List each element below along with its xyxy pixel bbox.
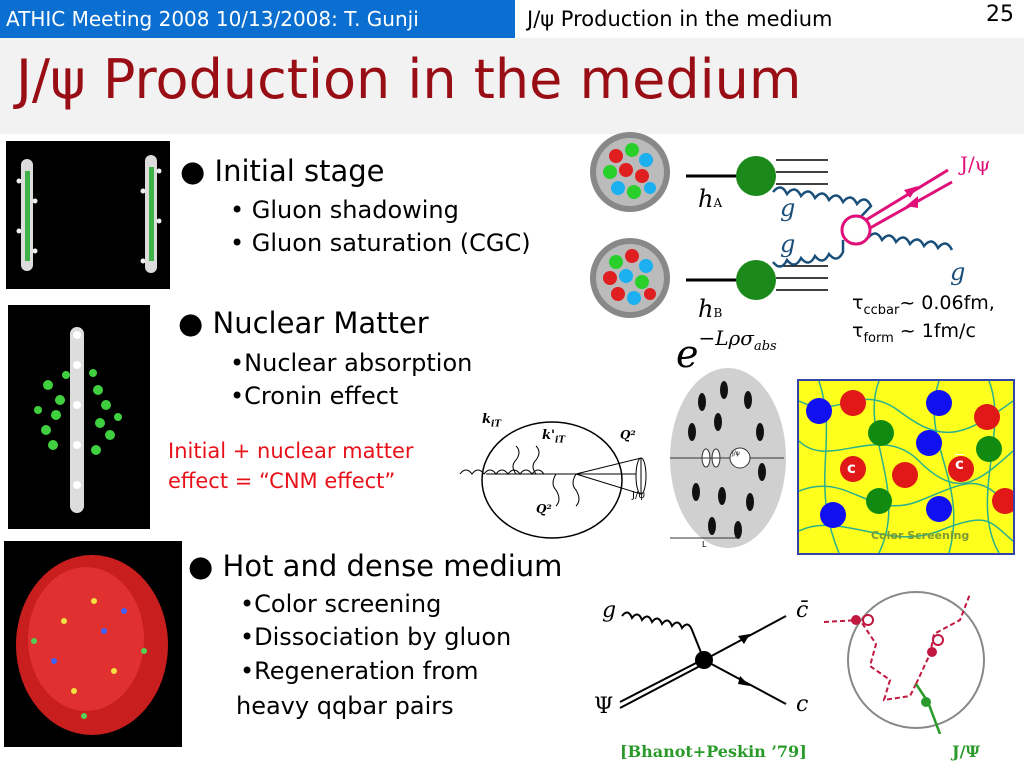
dissociation-cbar: c̄ [796, 598, 809, 623]
initial-nuclei-graphic [16, 155, 162, 273]
gluon-fusion-graphic [590, 132, 954, 318]
citation: [Bhanot+Peskin ’79] [620, 742, 807, 761]
page-title: J/ψ Production in the medium [16, 48, 802, 111]
dissociation-graphic [619, 611, 787, 709]
cronin-k2-sub: iT [555, 435, 566, 446]
cronin-k1-sub: iT [491, 419, 502, 430]
charm-quark-label: c [847, 459, 856, 477]
tau-form: τform ~ 1fm/c [852, 320, 976, 346]
hB-sub: B [713, 306, 723, 320]
dissociation-c: c [796, 692, 809, 717]
item-heavy-qqbar: heavy qqbar pairs [236, 692, 454, 720]
item-dissociation-gluon: •Dissociation by gluon [240, 623, 512, 651]
thumbnail-hot-medium [4, 541, 182, 747]
hA-sub: A [713, 196, 723, 210]
formula-e: e [676, 332, 699, 376]
regeneration-diagram [820, 584, 1010, 735]
page-number: 25 [986, 2, 1014, 27]
gluon-fusion-diagram: hA hB g g g J/ψ [588, 130, 1024, 330]
color-screening-graphic [798, 380, 1018, 554]
title-band [0, 38, 1024, 134]
bullet-dot: ● [178, 306, 204, 340]
bullet-dot: ● [188, 549, 214, 583]
cronin-jpsi: J/ψ [632, 490, 645, 501]
hot-medium-heading: Hot and dense medium [222, 549, 563, 583]
cronin-graphic [459, 421, 647, 539]
absorption-graphic [670, 368, 786, 548]
tau-symbol: τ [852, 292, 864, 314]
item-cronin-effect: •Cronin effect [230, 382, 399, 410]
tau-form-value: ~ 1fm/c [893, 320, 976, 342]
bullet-initial-stage: ● Initial stage [180, 154, 385, 188]
dissociation-g: g [602, 598, 617, 623]
nuclear-matter-heading: Nuclear Matter [212, 306, 429, 340]
formula-exp-sub: abs [753, 339, 777, 355]
initial-stage-heading: Initial stage [214, 154, 385, 188]
absorption-diagram: J/ψ L [662, 362, 790, 552]
header-slide-title: J/ψ Production in the medium 25 [515, 0, 1024, 38]
color-screening-caption: Color Screening [871, 529, 970, 542]
tau-ccbar: τccbar~ 0.06fm, [852, 292, 995, 318]
cnm-note-line2: effect = “CNM effect” [168, 469, 396, 493]
thumbnail-initial-nuclei [6, 141, 170, 289]
cronin-k2: k' [542, 428, 555, 443]
item-gluon-shadowing: • Gluon shadowing [230, 196, 459, 224]
gluon-label-top: g [780, 194, 796, 222]
jpsi-label: J/ψ [960, 152, 991, 176]
dissociation-psi: Ψ [594, 694, 614, 719]
absorption-L: L [702, 540, 707, 549]
thumbnail-nuclear-matter [8, 305, 150, 529]
regeneration-graphic [823, 591, 985, 735]
bullet-nuclear-matter: ● Nuclear Matter [178, 306, 429, 340]
color-screening-box: c c Color Screening [797, 379, 1018, 555]
item-nuclear-absorption: •Nuclear absorption [230, 349, 473, 377]
regeneration-jpsi-label: J/Ψ [952, 742, 981, 761]
absorption-jpsi: J/ψ [732, 450, 740, 457]
item-color-screening: •Color screening [240, 590, 442, 618]
gluon-label-right: g [950, 258, 966, 286]
cronin-Q2-top: Q² [620, 428, 636, 442]
bullet-hot-medium: ● Hot and dense medium [188, 549, 562, 583]
tau-ccbar-sub: ccbar [863, 302, 900, 318]
cnm-note: Initial + nuclear matter effect = “CNM e… [168, 436, 414, 496]
tau-symbol: τ [852, 320, 864, 342]
dissociation-diagram: g c̄ Ψ c [590, 596, 820, 726]
anticharm-quark-label: c [955, 455, 964, 473]
formula-exponent: −Lρσ [698, 326, 754, 351]
cnm-note-line1: Initial + nuclear matter [168, 439, 414, 463]
hB-label: h [698, 295, 714, 323]
hA-label: h [698, 185, 714, 213]
tau-form-sub: form [863, 330, 894, 346]
cronin-Q2-bottom: Q² [536, 502, 552, 516]
header-title-text: J/ψ Production in the medium [527, 7, 833, 31]
cronin-diagram: kiT k'iT Q² Q² J/ψ [456, 410, 656, 546]
item-gluon-saturation: • Gluon saturation (CGC) [230, 229, 531, 257]
cronin-k1: k [482, 412, 492, 427]
item-regeneration: •Regeneration from [240, 657, 479, 685]
tau-ccbar-value: ~ 0.06fm, [899, 292, 995, 314]
absorption-formula: e−Lρσabs [676, 326, 777, 376]
header-meeting-info: ATHIC Meeting 2008 10/13/2008: T. Gunji [0, 0, 515, 38]
bullet-dot: ● [180, 154, 206, 188]
gluon-label-bottom: g [780, 230, 796, 258]
hot-medium-graphic [16, 555, 168, 735]
nuclear-matter-graphic [34, 327, 122, 513]
